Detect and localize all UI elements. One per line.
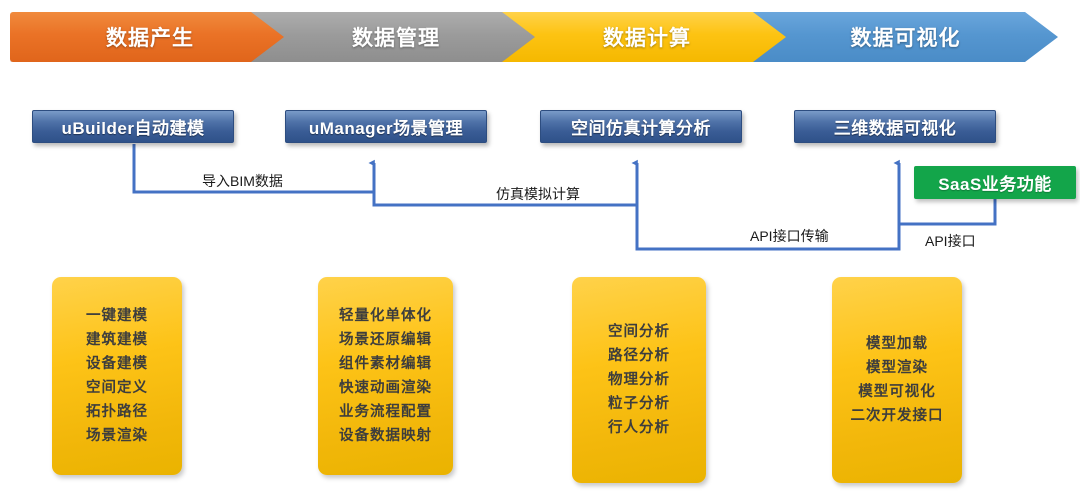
feature-item: 拓扑路径	[86, 404, 148, 421]
module-box-umanager-label: uManager场景管理	[308, 119, 464, 138]
feature-item: 行人分析	[608, 420, 670, 437]
feature-item: 粒子分析	[608, 396, 670, 413]
feature-item: 空间分析	[608, 323, 670, 340]
module-box-visualization[interactable]: 三维数据可视化	[794, 110, 996, 143]
wire-manage-to-compute	[372, 159, 639, 207]
feature-item: 建筑建模	[86, 331, 148, 348]
feature-item: 设备数据映射	[339, 428, 432, 445]
wire-saas-to-visual	[899, 199, 997, 226]
feature-item: 轻量化单体化	[339, 307, 432, 324]
feature-item: 模型可视化	[858, 384, 936, 400]
module-box-umanager[interactable]: uManager场景管理	[285, 110, 487, 143]
wire-label-simulation: 仿真模拟计算	[496, 186, 580, 202]
feature-item: 空间定义	[86, 380, 148, 396]
feature-card-umanager: 轻量化单体化场景还原编辑组件素材编辑快速动画渲染业务流程配置设备数据映射	[318, 277, 453, 475]
wire-build-to-manage	[132, 144, 376, 194]
feature-item: 场景还原编辑	[339, 331, 432, 348]
feature-item: 模型渲染	[866, 359, 928, 376]
saas-box-label: SaaS业务功能	[938, 175, 1052, 194]
feature-item: 一键建模	[86, 307, 148, 324]
module-box-visualization-label: 三维数据可视化	[833, 119, 957, 138]
module-box-ubuilder[interactable]: uBuilder自动建模	[32, 110, 234, 143]
feature-item: 物理分析	[608, 371, 670, 388]
feature-item: 路径分析	[608, 347, 670, 364]
feature-card-ubuilder: 一键建模建筑建模设备建模空间定义拓扑路径场景渲染	[52, 277, 182, 475]
feature-item: 组件素材编辑	[339, 355, 432, 372]
feature-item: 场景渲染	[86, 428, 148, 445]
feature-item: 业务流程配置	[339, 404, 432, 421]
feature-card-visualization: 模型加载模型渲染模型可视化二次开发接口	[832, 277, 962, 483]
feature-item: 模型加载	[866, 335, 928, 352]
feature-item: 快速动画渲染	[339, 380, 432, 396]
feature-item: 二次开发接口	[850, 408, 944, 425]
saas-box[interactable]: SaaS业务功能	[914, 166, 1076, 199]
wire-label-import-bim: 导入BIM数据	[202, 173, 283, 189]
feature-card-simulation: 空间分析路径分析物理分析粒子分析行人分析	[572, 277, 706, 483]
wire-compute-to-visual	[635, 159, 901, 251]
feature-item: 设备建模	[86, 355, 148, 372]
wire-label-api-transfer: API接口传输	[750, 228, 829, 244]
module-box-simulation-label: 空间仿真计算分析	[571, 119, 711, 138]
wire-label-api: API接口	[925, 233, 976, 249]
module-box-simulation[interactable]: 空间仿真计算分析	[540, 110, 742, 143]
module-box-ubuilder-label: uBuilder自动建模	[61, 119, 205, 138]
